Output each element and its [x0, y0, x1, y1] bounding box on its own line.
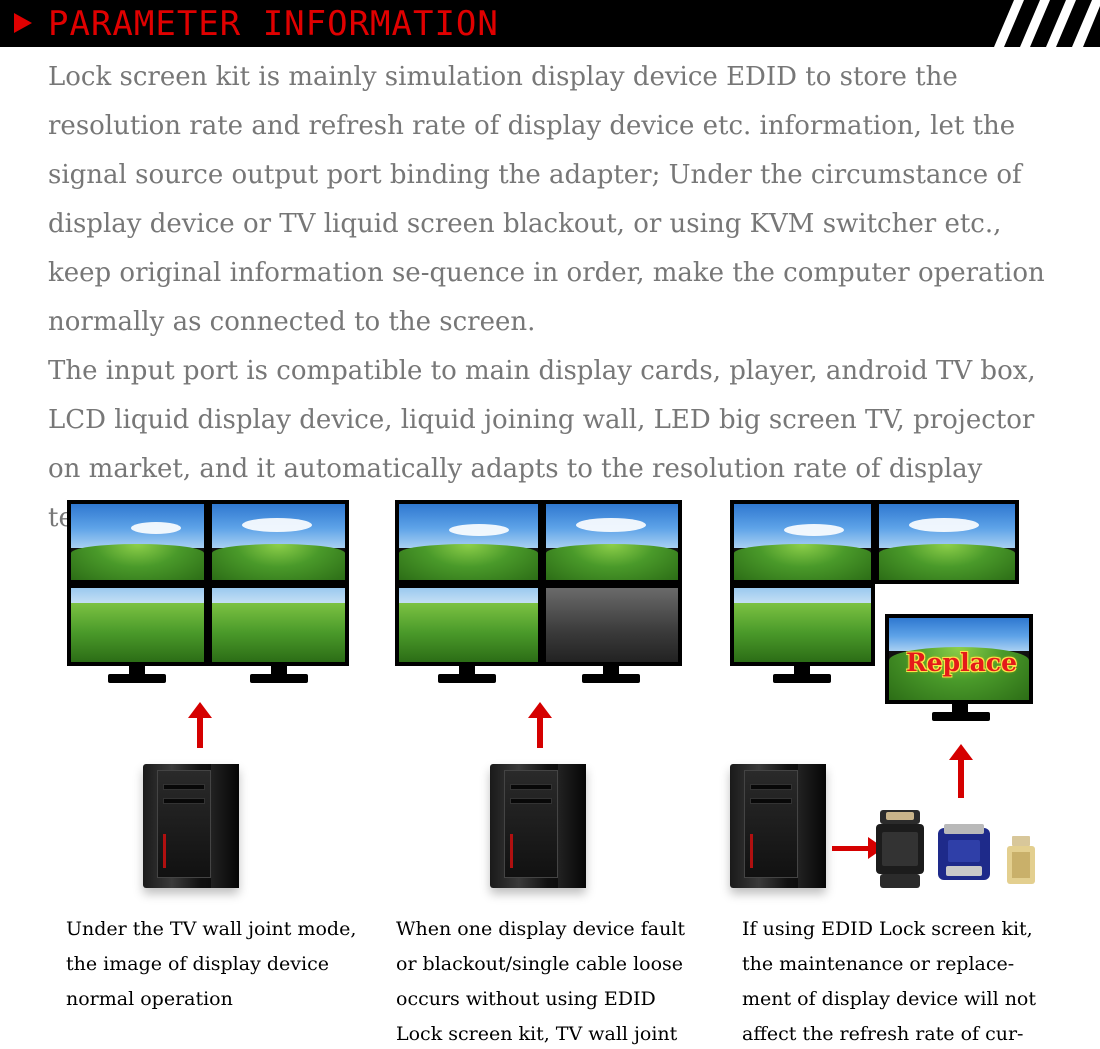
- hdmi-adapter-icon: [1007, 836, 1035, 884]
- diagonal-stripes-decoration: [994, 0, 1100, 47]
- section-title: PARAMETER INFORMATION: [48, 4, 499, 44]
- header-banner: PARAMETER INFORMATION: [0, 0, 1100, 47]
- desktop-pc: [490, 764, 586, 888]
- monitor-stand: [108, 674, 166, 683]
- desktop-pc: [730, 764, 826, 888]
- triangle-bullet-icon: [14, 13, 32, 33]
- display-screen: [730, 584, 875, 666]
- display-screen: [875, 500, 1019, 584]
- panel-display-fault: When one display device fault or blackou…: [375, 496, 735, 1049]
- monitor-stand: [773, 674, 831, 683]
- arrow-right-icon: [832, 837, 884, 859]
- arrow-up-icon: [188, 702, 212, 748]
- panel-with-lock-kit: Replace If using EDID Lock screen kit, t…: [710, 496, 1070, 1049]
- arrow-up-icon: [949, 744, 973, 798]
- display-screen: [208, 500, 349, 584]
- panel-caption: Under the TV wall joint mode, the image …: [66, 918, 357, 1010]
- monitor-stand: [582, 674, 640, 683]
- monitor-stand: [932, 712, 990, 721]
- replacement-monitor: [885, 614, 1033, 704]
- monitor-stand: [438, 674, 496, 683]
- display-screen: [67, 500, 208, 584]
- blackout-screen: [542, 584, 682, 666]
- replace-label: Replace: [906, 648, 1017, 677]
- panel-caption: If using EDID Lock screen kit, the maint…: [742, 918, 1036, 1045]
- intro-paragraph-1: Lock screen kit is mainly simulation dis…: [48, 62, 1045, 337]
- display-screen: [395, 500, 542, 584]
- display-screen: [730, 500, 875, 584]
- dvi-adapter-icon: [938, 824, 990, 880]
- display-screen: [67, 584, 208, 666]
- panel-normal-operation: Under the TV wall joint mode, the image …: [45, 496, 405, 1049]
- panel-caption: When one display device fault or blackou…: [396, 918, 686, 1045]
- monitor-stand: [250, 674, 308, 683]
- desktop-pc: [143, 764, 239, 888]
- display-screen: [542, 500, 682, 584]
- arrow-up-icon: [528, 702, 552, 748]
- display-screen: [208, 584, 349, 666]
- vga-adapter-icon: [876, 810, 924, 888]
- display-screen: [395, 584, 542, 666]
